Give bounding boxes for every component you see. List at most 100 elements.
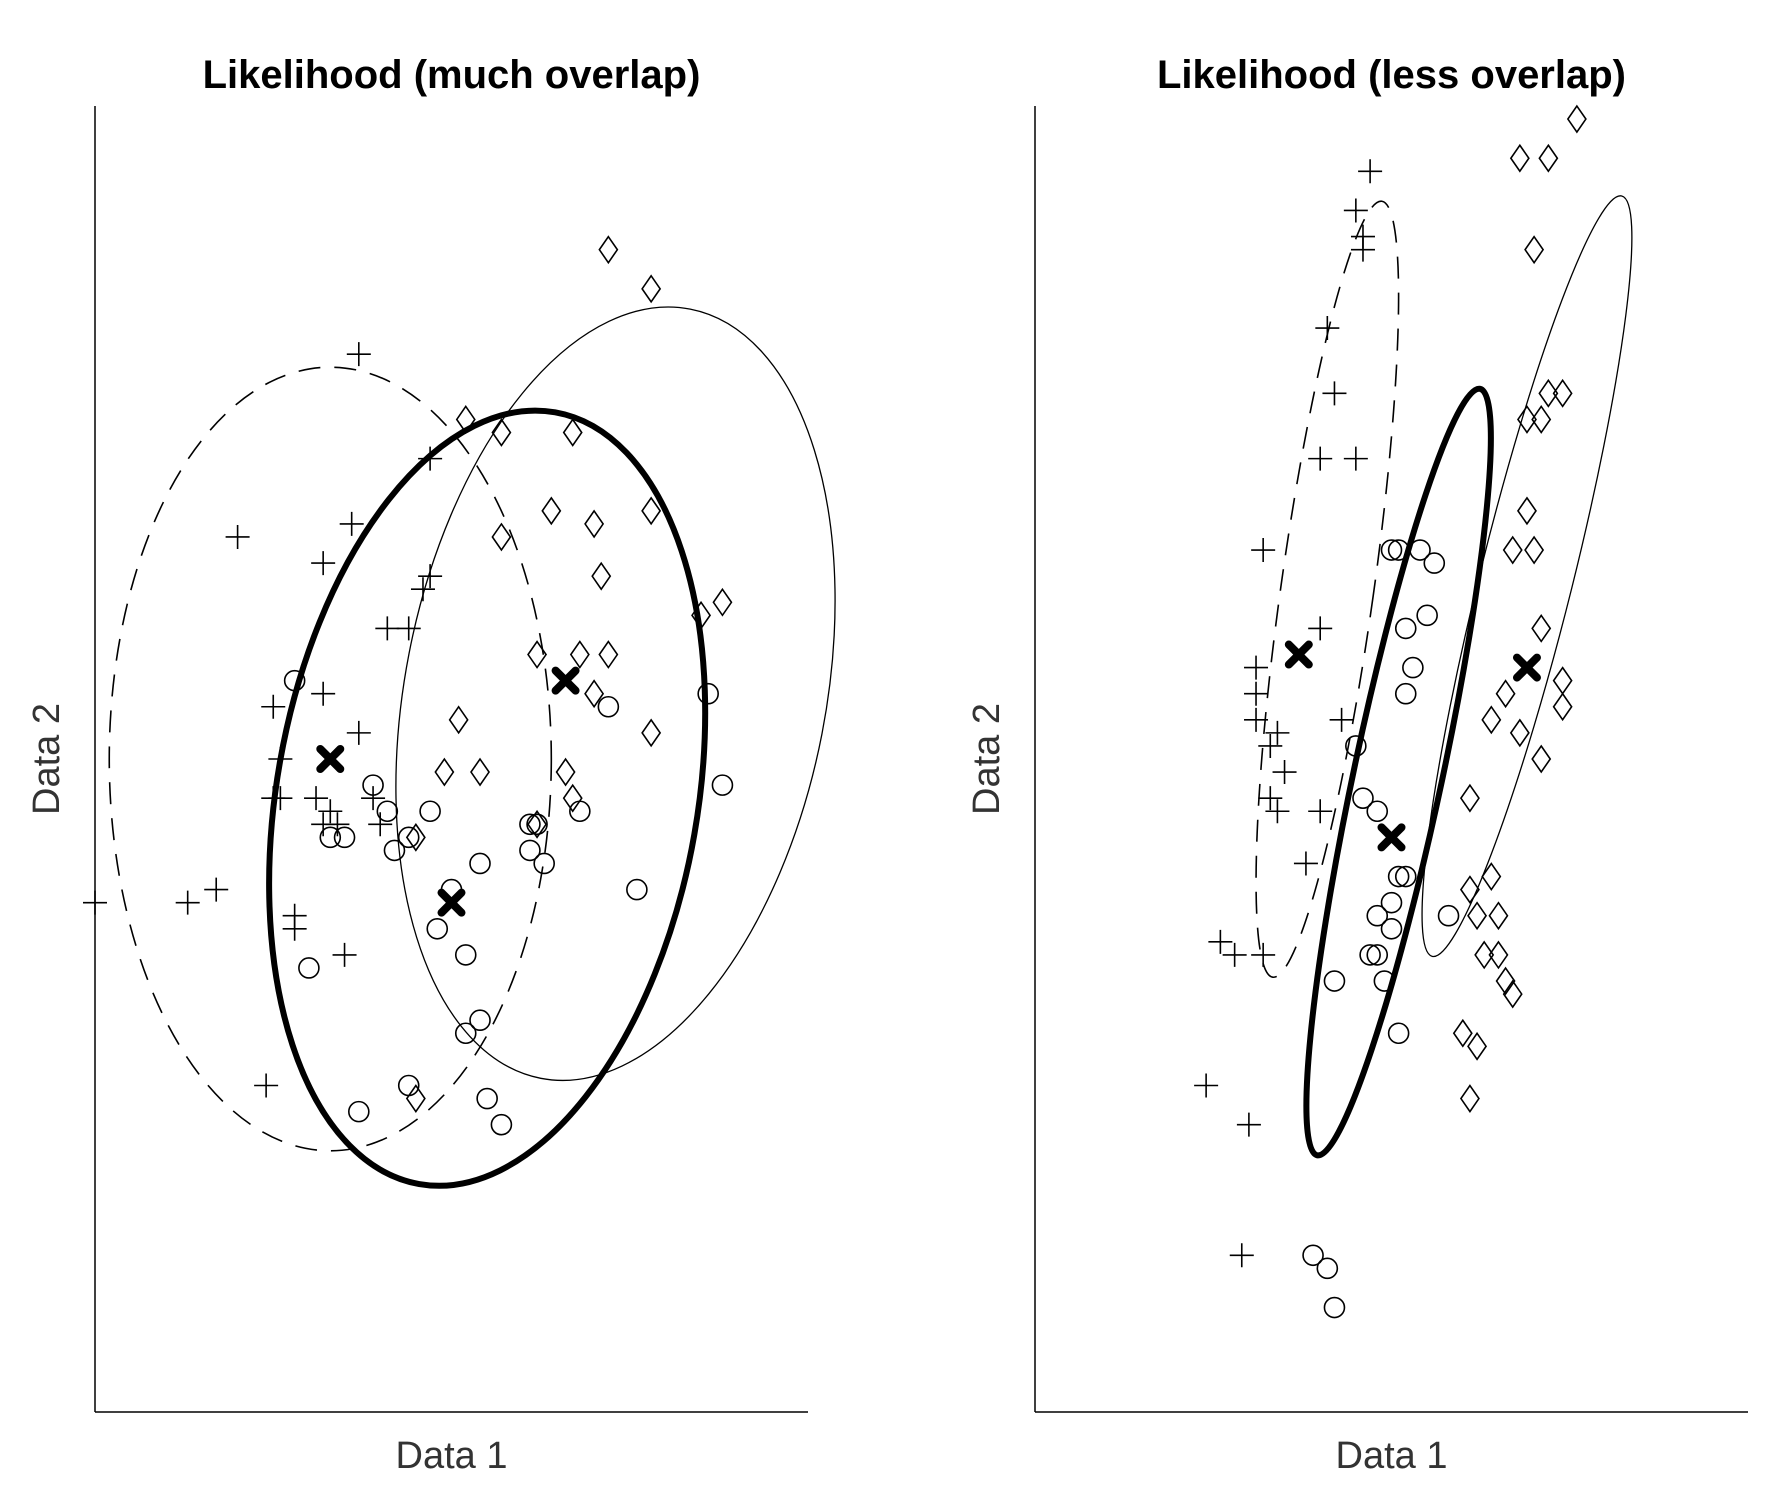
- plus-point: [1308, 616, 1333, 641]
- circle-point: [1352, 787, 1374, 809]
- cluster-mean-marker: [1512, 653, 1541, 682]
- circle-point: [298, 957, 320, 979]
- diamond-point: [1459, 783, 1480, 813]
- circle-point: [1409, 539, 1431, 561]
- circle-point: [469, 852, 491, 875]
- x-axis-label-left: Data 1: [396, 1435, 508, 1477]
- cluster-mean-marker: [1284, 640, 1313, 669]
- plus-point: [1308, 446, 1333, 471]
- circle-point: [397, 826, 420, 849]
- plus-point: [1308, 799, 1333, 824]
- plus-point: [325, 812, 350, 837]
- diamond-point: [641, 274, 662, 304]
- plus-point: [1343, 198, 1368, 223]
- circle-point: [348, 1100, 370, 1123]
- diamond-point: [455, 405, 476, 434]
- circle-point: [1416, 604, 1438, 627]
- plus-point: [1244, 655, 1269, 680]
- diamond-point: [691, 600, 712, 630]
- diamond-point: [1467, 901, 1488, 931]
- circle-point: [1366, 800, 1389, 823]
- plus-point: [225, 524, 250, 549]
- diamond-point: [434, 757, 455, 787]
- plus-point: [368, 812, 393, 837]
- diamond-point: [1509, 718, 1530, 748]
- likelihood-ellipse-dashed: [108, 366, 553, 1152]
- plus-point: [1322, 381, 1347, 406]
- circle-point: [1380, 891, 1403, 914]
- diamond-point: [1531, 405, 1552, 434]
- circle-point: [319, 826, 342, 849]
- diamond-point: [1552, 666, 1573, 696]
- plus-point: [375, 616, 400, 641]
- diamond-point: [1452, 1018, 1473, 1048]
- diamond-point: [712, 587, 733, 617]
- plus-point: [1350, 237, 1375, 262]
- plus-point: [1358, 159, 1383, 184]
- plus-point: [1208, 929, 1233, 954]
- diamond-point: [584, 679, 605, 709]
- chart-title-right: Likelihood (less overlap): [1157, 53, 1626, 97]
- plus-point: [1244, 681, 1269, 706]
- diamond-point: [1502, 535, 1523, 565]
- circle-point: [426, 917, 449, 940]
- plot-area-left: [83, 106, 836, 1413]
- circle-point: [697, 682, 719, 705]
- diamond-point: [584, 509, 605, 539]
- diamond-point: [1502, 979, 1523, 1009]
- diamond-point: [491, 418, 512, 447]
- plus-point: [311, 551, 336, 576]
- diamond-point: [527, 640, 548, 669]
- circle-point: [533, 852, 555, 875]
- circle-point: [626, 878, 648, 901]
- diamond-point: [1552, 378, 1573, 408]
- circle-point: [1402, 656, 1424, 679]
- circle-point: [333, 826, 356, 849]
- plus-point: [268, 747, 293, 771]
- diamond-point: [527, 809, 548, 839]
- plus-point: [410, 577, 435, 602]
- circle-point: [490, 1113, 513, 1136]
- circle-point: [1316, 1257, 1339, 1280]
- circle-point: [1394, 865, 1417, 888]
- diamond-point: [1459, 1084, 1480, 1113]
- circle-point: [1380, 917, 1403, 940]
- diamond-point: [1467, 1031, 1488, 1061]
- circle-point: [1394, 617, 1417, 640]
- plus-point: [1258, 786, 1283, 811]
- plus-point: [1272, 760, 1297, 785]
- plus-point: [254, 1073, 279, 1098]
- diamond-point: [1488, 940, 1509, 970]
- diamond-point: [641, 496, 662, 526]
- circle-point: [1394, 682, 1417, 705]
- plus-point: [1343, 446, 1368, 471]
- circle-point: [362, 774, 384, 796]
- plus-point: [1194, 1073, 1219, 1098]
- plus-point: [346, 720, 371, 745]
- plus-point: [175, 890, 200, 915]
- circle-point: [1345, 735, 1367, 757]
- plus-point: [396, 616, 421, 641]
- diamond-point: [470, 757, 490, 787]
- circle-point: [1366, 904, 1389, 927]
- circle-point: [419, 800, 441, 823]
- plus-point: [1236, 1112, 1261, 1137]
- diamond-point: [591, 561, 612, 591]
- plus-point: [261, 694, 286, 719]
- circle-point: [454, 944, 477, 966]
- plus-point: [204, 877, 229, 902]
- plus-point: [1265, 799, 1290, 824]
- plus-point: [83, 890, 107, 915]
- plus-point: [1222, 942, 1247, 967]
- plus-point: [346, 342, 371, 367]
- y-axis-label-right: Data 2: [966, 703, 1008, 815]
- plus-point: [318, 799, 343, 824]
- diamond-point: [1538, 143, 1559, 173]
- circle-point: [1366, 944, 1389, 966]
- circle-point: [1359, 944, 1381, 966]
- diamond-point: [562, 783, 583, 813]
- cluster-mean-marker: [316, 745, 345, 773]
- plus-point: [1251, 538, 1276, 563]
- diamond-point: [1495, 679, 1516, 709]
